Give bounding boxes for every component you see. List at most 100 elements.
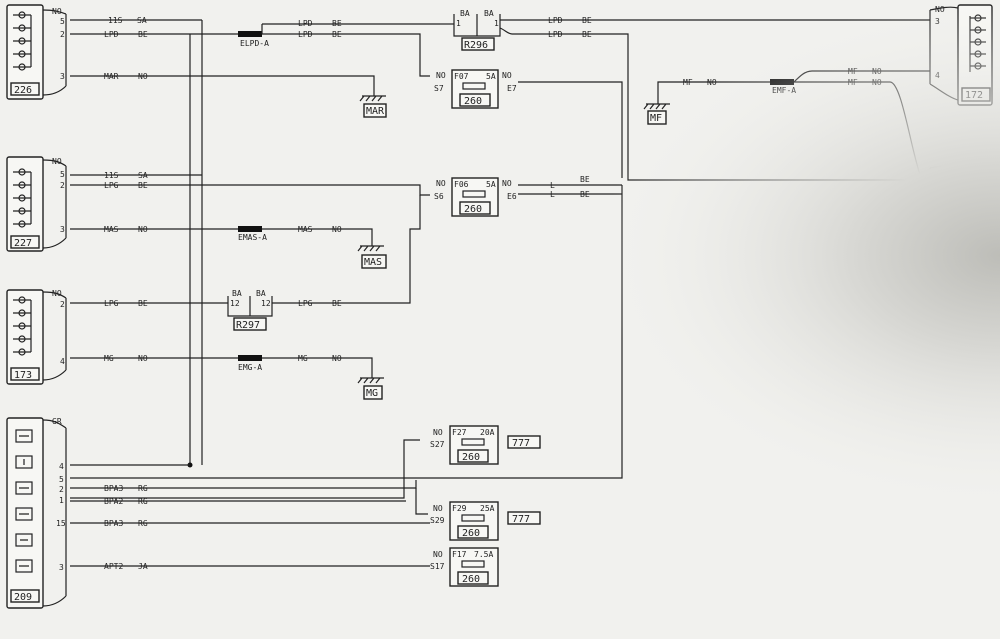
wire-color: NO (138, 225, 148, 234)
svg-text:NO: NO (935, 5, 945, 14)
connector-227: 227 NO 5 2 3 (6, 156, 67, 252)
pin-label: 1 (59, 496, 64, 505)
wire-color: BE (332, 19, 342, 28)
wire-code: LPD (548, 30, 563, 39)
wire-code: 11S (104, 171, 119, 180)
connector-id: 209 (14, 592, 32, 603)
wire-code: MAS (104, 225, 119, 234)
ground-mas: MAS (357, 245, 387, 269)
svg-text:1: 1 (935, 177, 940, 186)
wire-code: MG (298, 354, 308, 363)
wire-code: L (550, 181, 555, 190)
pin-label: 2 (60, 181, 65, 190)
svg-text:1: 1 (494, 19, 499, 28)
svg-text:NO: NO (433, 550, 443, 559)
svg-text:S7: S7 (434, 84, 444, 93)
relay-r297: BA BA 12 12 R297 (227, 289, 273, 331)
pin-label: 5 (59, 475, 64, 484)
connector-226: 226 NO 5 2 3 (6, 4, 67, 100)
wire-code: LPG (104, 299, 119, 308)
svg-text:ELPD-A: ELPD-A (240, 39, 269, 48)
wire-code: APT2 (104, 562, 123, 571)
svg-text:260: 260 (464, 96, 482, 107)
svg-text:S6: S6 (434, 192, 444, 201)
svg-text:F07: F07 (454, 72, 469, 81)
svg-text:F27: F27 (452, 428, 467, 437)
svg-text:BA: BA (232, 289, 242, 298)
svg-text:1324: 1324 (964, 205, 988, 216)
pin-label: 3 (60, 72, 65, 81)
pin-label: 4 (60, 357, 65, 366)
wire-color: BE (580, 175, 590, 184)
svg-text:260: 260 (462, 452, 480, 463)
svg-text:EMF-A: EMF-A (772, 86, 796, 95)
wire-color: BE (332, 299, 342, 308)
svg-text:3: 3 (935, 17, 940, 26)
svg-text:25A: 25A (480, 504, 495, 513)
connector-172: NO 3 4 172 (929, 4, 993, 106)
splice-emf: EMF-A (770, 79, 796, 95)
fuse-f29: F29 25A 260 NO S29 777 (430, 501, 541, 541)
svg-text:NO: NO (436, 71, 446, 80)
svg-text:F17: F17 (452, 550, 467, 559)
pin-label: 2 (60, 300, 65, 309)
svg-text:7.5A: 7.5A (474, 550, 493, 559)
relay-r296: BA BA 1 1 R296 (453, 9, 501, 51)
wire-code: BPA3 (104, 519, 123, 528)
wire-color: RG (138, 484, 148, 493)
svg-text:MAR: MAR (366, 106, 385, 117)
wire-code: MF (848, 67, 858, 76)
wire-color: NO (332, 354, 342, 363)
svg-text:260: 260 (462, 528, 480, 539)
pin-label: 3 (59, 563, 64, 572)
pin-label: 5 (60, 170, 65, 179)
wire-color: NO (138, 72, 148, 81)
svg-text:EMG-A: EMG-A (238, 363, 262, 372)
svg-text:EMAS-A: EMAS-A (238, 233, 267, 242)
wire-color: SA (137, 16, 147, 25)
svg-text:F29: F29 (452, 504, 467, 513)
ground-mar: MAR (359, 95, 387, 118)
pin-label: NO (52, 7, 62, 16)
wire-code: MAR (104, 72, 119, 81)
wire-code: LPG (298, 299, 313, 308)
svg-text:4: 4 (935, 71, 940, 80)
svg-text:5A: 5A (486, 180, 496, 189)
wire-code: BPA2 (104, 497, 123, 506)
wire-color: BE (582, 16, 592, 25)
svg-text:MF: MF (650, 113, 662, 124)
pin-label: 3 (60, 225, 65, 234)
fuse-f27: F27 20A 260 NO S27 777 (430, 425, 541, 465)
wire-code: L (550, 190, 555, 199)
svg-text:S27: S27 (430, 440, 445, 449)
svg-text:NO: NO (433, 428, 443, 437)
wire-color: JA (138, 562, 148, 571)
wire-code: MF (683, 78, 693, 87)
svg-text:F06: F06 (454, 180, 469, 189)
wire-color: RG (138, 497, 148, 506)
svg-text:NO: NO (502, 71, 512, 80)
pin-label: 2 (60, 30, 65, 39)
wire-color: BE (138, 299, 148, 308)
wire-color: NO (872, 78, 882, 87)
wire-code: LPD (548, 16, 563, 25)
wire-color: BE (138, 30, 148, 39)
pin-label: GR (52, 417, 62, 426)
wire-color: BE (582, 30, 592, 39)
pin-label: NO (52, 157, 62, 166)
svg-text:2: 2 (935, 187, 940, 196)
svg-text:20A: 20A (480, 428, 495, 437)
fuse-f06: F06 5A 260 NO S6 NO E6 (434, 177, 517, 217)
wire-code: MAS (298, 225, 313, 234)
wire-color: NO (707, 78, 717, 87)
wire-code: 11S (108, 16, 123, 25)
svg-text:5A: 5A (486, 72, 496, 81)
pin-label: NO (52, 289, 62, 298)
svg-text:S29: S29 (430, 516, 445, 525)
svg-text:777: 777 (512, 438, 530, 449)
pin-label: 2 (59, 485, 64, 494)
connector-1324: NO 1 2 1324 (929, 164, 997, 222)
svg-text:12: 12 (230, 299, 240, 308)
splice-emg: EMG-A (238, 355, 262, 372)
